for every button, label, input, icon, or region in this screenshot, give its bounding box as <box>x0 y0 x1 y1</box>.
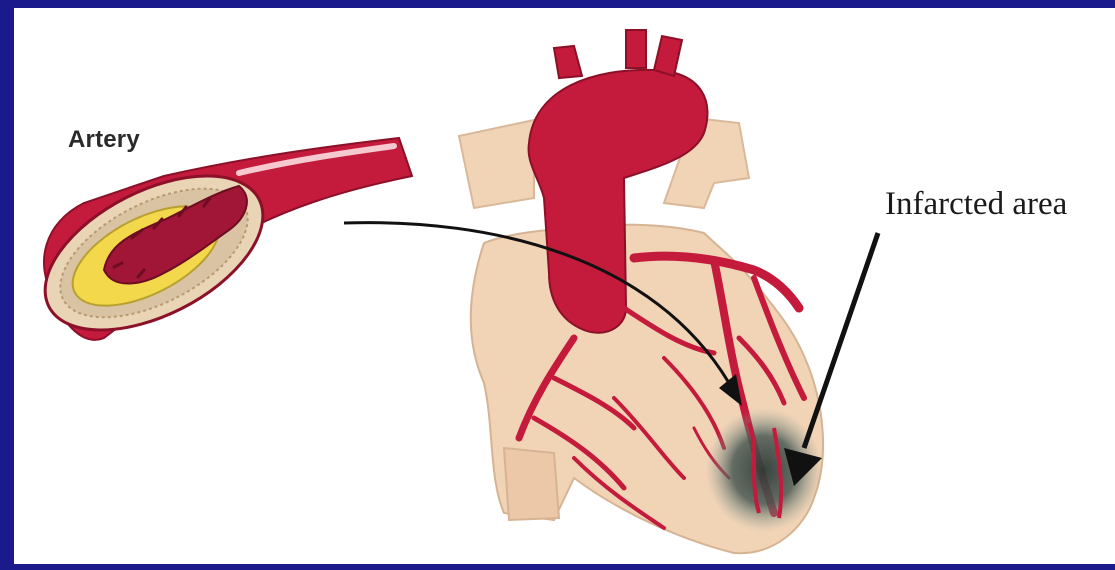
artery-illustration <box>21 138 412 362</box>
artery-label: Artery <box>68 126 140 154</box>
heart-upper-tissue <box>459 120 534 208</box>
infarcted-area-label: Infarcted area <box>885 186 1067 223</box>
aortic-branch-3 <box>654 36 682 76</box>
infarct-pointer-line <box>804 233 878 448</box>
heart-attack-diagram <box>14 8 1115 564</box>
aortic-branch-2 <box>626 30 646 68</box>
aortic-branch-1 <box>554 46 582 78</box>
diagram-panel: Artery Infarcted area <box>14 8 1115 564</box>
